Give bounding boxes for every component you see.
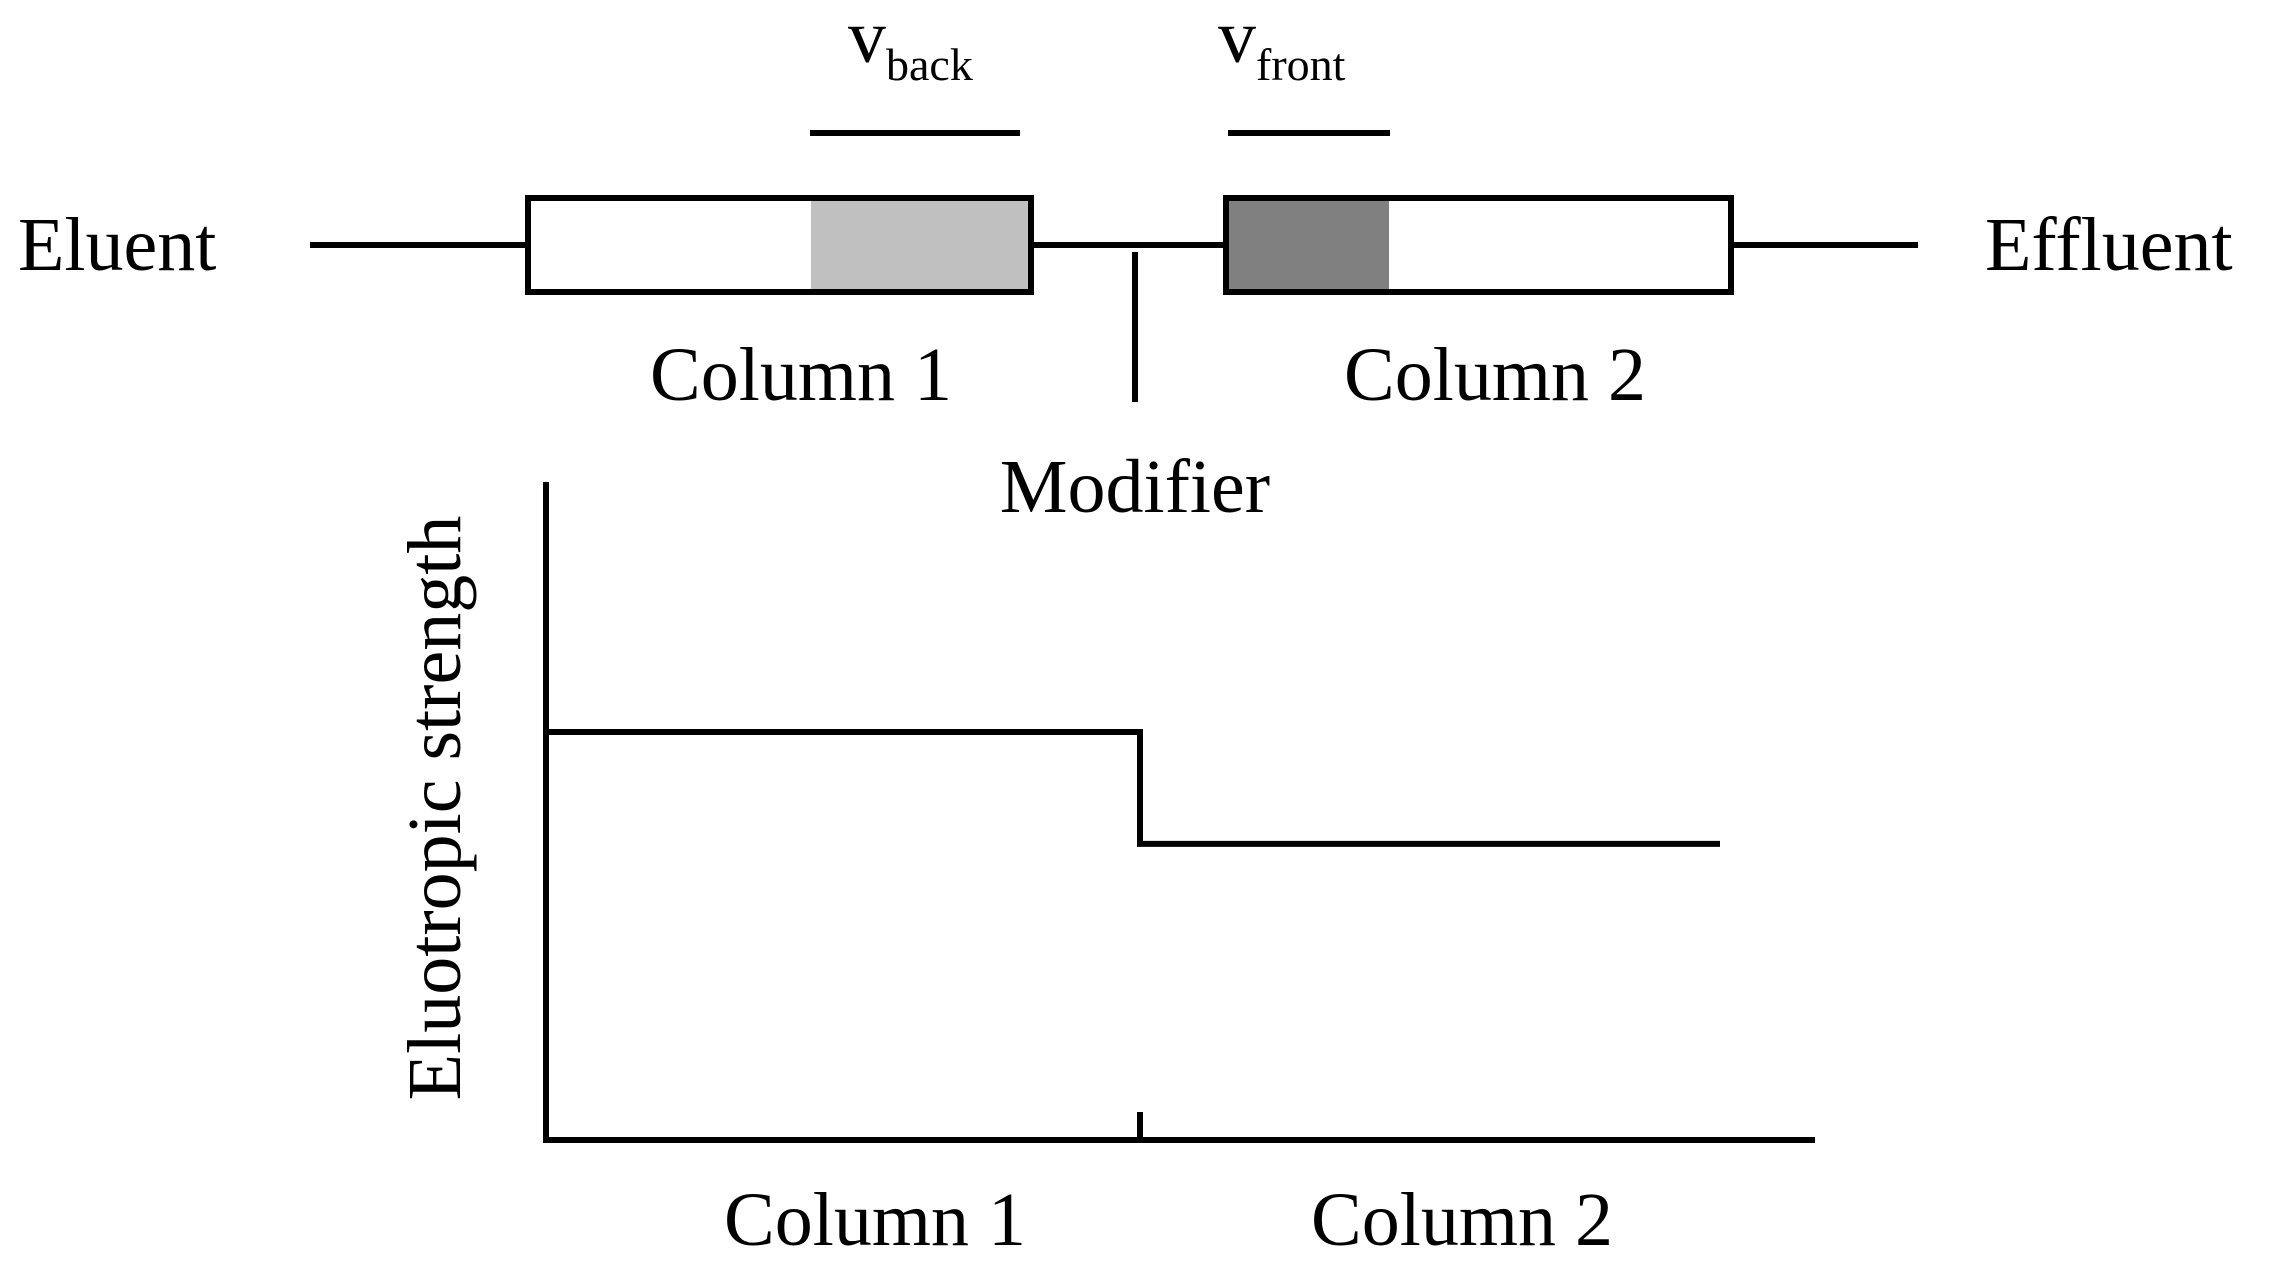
column-2-zone (1226, 198, 1389, 292)
column-1 (525, 195, 1034, 295)
column-1-label: Column 1 (650, 333, 952, 417)
column-2 (1223, 195, 1734, 295)
x-category-column-2: Column 2 (1311, 1178, 1613, 1262)
strength-step-profile (549, 729, 1720, 847)
x-category-column-1: Column 1 (724, 1178, 1026, 1262)
column-1-zone (811, 198, 1031, 292)
effluent-label: Effluent (1985, 203, 2233, 287)
modifier-label: Modifier (1000, 445, 1270, 529)
column-2-label: Column 2 (1344, 333, 1646, 417)
strength-plot: Eluotropic strength Column 1 Column 2 (393, 481, 1816, 1262)
v-front-label: vfront (1218, 0, 1346, 90)
eluent-label: Eluent (18, 203, 216, 287)
v-back-label: vback (848, 0, 973, 90)
y-axis-label: Eluotropic strength (393, 516, 477, 1101)
